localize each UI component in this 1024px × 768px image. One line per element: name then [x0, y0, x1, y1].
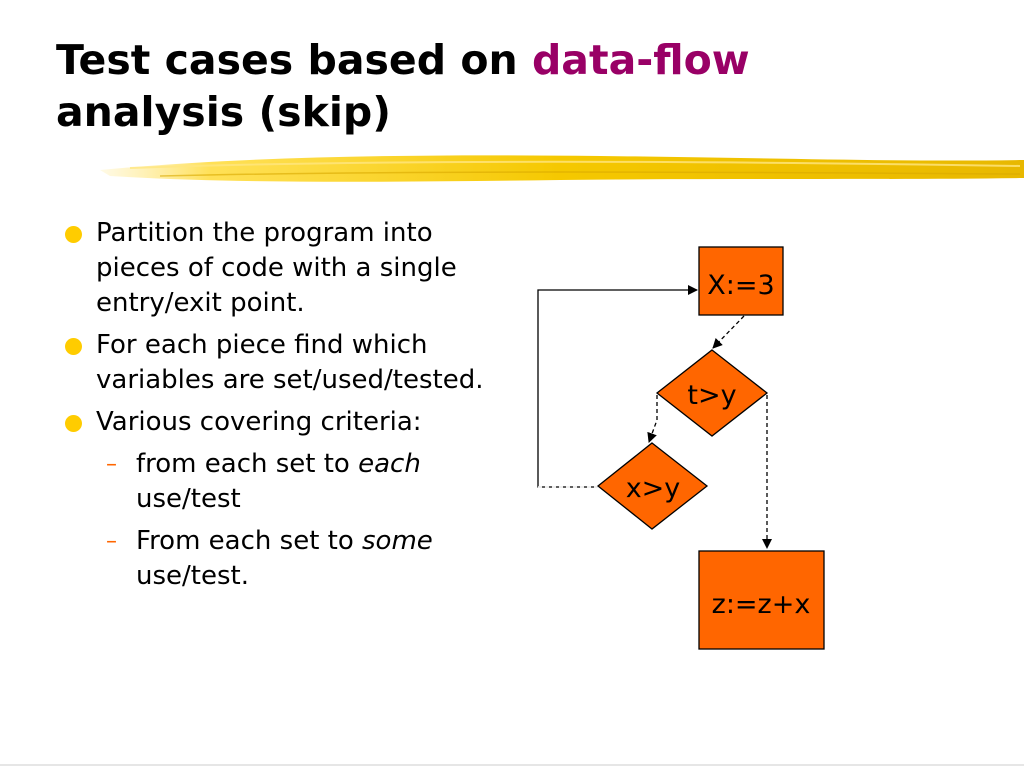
- bullet-item: For each piece find which variables are …: [62, 328, 492, 398]
- edge-cond-t-to-cond-x: [647, 395, 658, 443]
- sub-bullet-emphasis: each: [358, 449, 421, 479]
- node-cond-t-label: t>y: [687, 380, 736, 411]
- sub-bullet-suffix: use/test: [136, 484, 241, 514]
- bullet-dot-icon: [65, 338, 82, 355]
- sub-bullet-prefix: from each set to: [136, 449, 359, 479]
- node-assign-z-label: z:=z+x: [712, 589, 811, 620]
- footer-divider: [0, 764, 1024, 766]
- sub-bullet-prefix: From each set to: [136, 526, 363, 556]
- dash-icon: –: [106, 529, 117, 554]
- bullet-dot-icon: [65, 415, 82, 432]
- slide-title: Test cases based on data-flow analysis (…: [56, 34, 976, 138]
- bullet-dot-icon: [65, 226, 82, 243]
- node-assign-z: z:=z+x: [698, 550, 825, 650]
- node-cond-t-gt-y: t>y: [655, 349, 769, 437]
- dash-icon: –: [106, 452, 117, 477]
- sub-bullet-suffix: use/test.: [136, 561, 249, 591]
- node-cond-x-label: x>y: [626, 473, 681, 504]
- bullet-list: Partition the program into pieces of cod…: [62, 216, 492, 601]
- bullet-text: Various covering criteria:: [96, 407, 422, 437]
- node-assign-x-box: [698, 246, 784, 316]
- node-cond-t-diamond: [655, 349, 769, 437]
- title-underline-brushstroke: [100, 155, 1024, 182]
- bullet-item: Various covering criteria:: [62, 405, 492, 440]
- node-assign-x-label: X:=3: [707, 270, 774, 301]
- sub-bullet-item: – from each set to each use/test: [62, 447, 492, 517]
- node-assign-z-box: [698, 550, 825, 650]
- bullet-text: For each piece find which variables are …: [96, 330, 484, 395]
- bullet-text: Partition the program into pieces of cod…: [96, 218, 457, 318]
- sub-bullet-item: – From each set to some use/test.: [62, 524, 492, 594]
- title-accent: data-flow: [531, 36, 750, 84]
- title-part-1: Test cases based on: [56, 36, 532, 84]
- node-cond-x-diamond: [596, 442, 709, 530]
- edge-assign-to-cond-t: [712, 315, 745, 349]
- title-part-2: analysis (skip): [56, 88, 391, 136]
- node-cond-x-gt-y: x>y: [596, 442, 709, 530]
- sub-bullet-emphasis: some: [362, 526, 433, 556]
- bullet-item: Partition the program into pieces of cod…: [62, 216, 492, 321]
- node-assign-x: X:=3: [698, 246, 784, 316]
